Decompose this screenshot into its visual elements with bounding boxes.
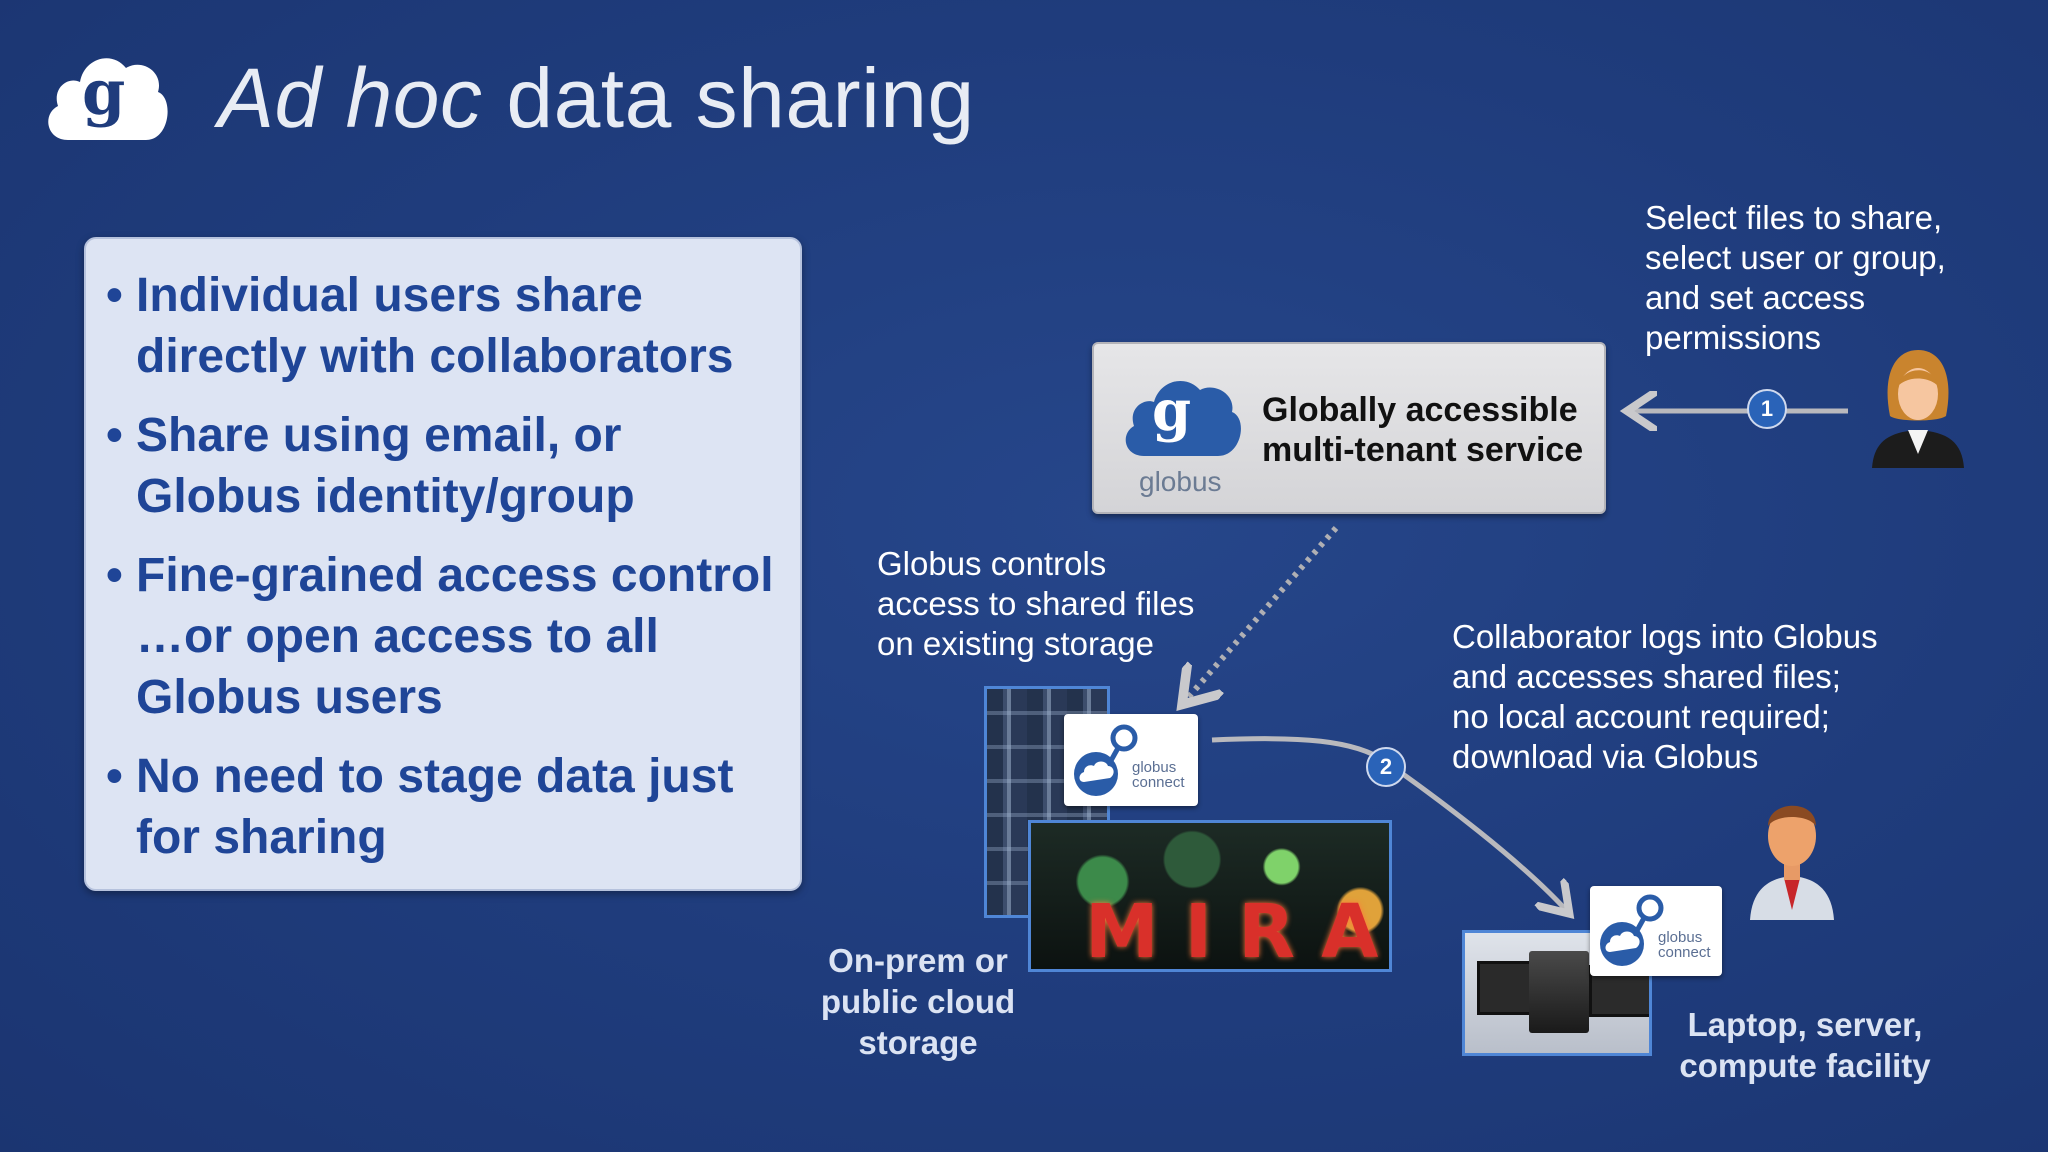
connect-word-globus: globus bbox=[1132, 759, 1177, 776]
collaborator-man-icon bbox=[1750, 805, 1834, 920]
globus-connect-icon bbox=[1600, 894, 1664, 966]
globus-logo-icon: g bbox=[48, 56, 168, 140]
bullet-item: •No need to stage data just for sharing bbox=[106, 750, 734, 864]
connect-word-globus: globus bbox=[1658, 929, 1703, 946]
globus-service-box: g globus Globally accessible multi-tenan… bbox=[1092, 342, 1606, 514]
arrow-dotted bbox=[1186, 526, 1339, 700]
connect-word-connect: connect bbox=[1658, 944, 1711, 961]
step-badge-2: 2 bbox=[1366, 747, 1406, 787]
user-woman-icon bbox=[1872, 350, 1964, 468]
tower-case bbox=[1529, 951, 1589, 1033]
globus-wordmark: globus bbox=[1139, 466, 1222, 497]
mira-label: MIRA bbox=[1085, 889, 1392, 972]
service-description: Globally accessible multi-tenant service bbox=[1262, 391, 1584, 469]
globus-cloud-icon: g bbox=[1125, 378, 1241, 456]
label-laptop-server: Laptop, server,compute facility bbox=[1679, 1006, 1931, 1084]
globus-connect-badge-storage: globus connect bbox=[1064, 714, 1198, 806]
globus-connect-badge-laptop: globus connect bbox=[1590, 886, 1722, 976]
bullet-item: •Fine-grained access control …or open ac… bbox=[106, 549, 774, 724]
bullet-item: •Share using email, or Globus identity/g… bbox=[106, 409, 635, 523]
bullet-list-box: •Individual users share directly with co… bbox=[84, 237, 802, 891]
step-badge-1: 1 bbox=[1747, 389, 1787, 429]
globus-connect-icon bbox=[1074, 724, 1138, 796]
page-title: Ad hoc data sharing bbox=[218, 51, 975, 145]
bullet-item: •Individual users share directly with co… bbox=[106, 269, 734, 383]
svg-text:g: g bbox=[82, 56, 125, 129]
note-select-files: Select files to share,select user or gro… bbox=[1645, 199, 1946, 356]
mira-supercomputer-image: MIRA bbox=[1028, 820, 1392, 972]
svg-text:g: g bbox=[1152, 378, 1191, 444]
connect-word-connect: connect bbox=[1132, 774, 1185, 791]
